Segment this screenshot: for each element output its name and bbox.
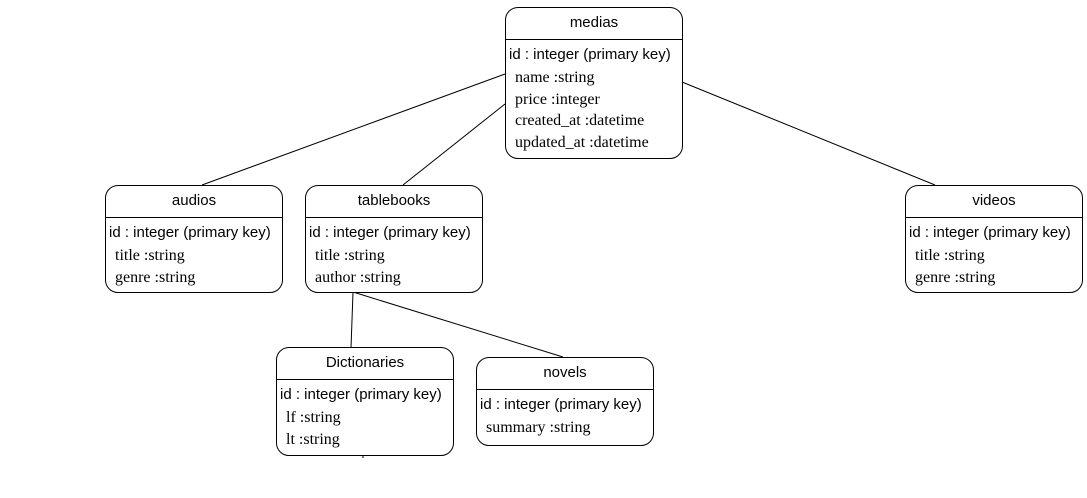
attribute: lt :string [286,430,340,448]
attribute-list: summary :string [477,417,653,439]
entity-title: videos [906,186,1082,218]
attribute: author :string [315,268,401,286]
attribute: title :string [315,247,385,264]
primary-key: id : integer (primary key) [280,386,442,403]
edge-medias-videos [681,81,936,186]
entity-title: tablebooks [306,186,482,218]
primary-key: id : integer (primary key) [909,224,1071,241]
edge-medias-audios [201,73,506,186]
edge-tablebooks-novels [352,291,564,358]
attribute: genre :string [115,268,196,286]
attribute: genre :string [915,268,996,286]
entity-medias[interactable]: medias id : integer (primary key) name :… [505,7,683,159]
primary-key: id : integer (primary key) [509,46,671,63]
primary-key: id : integer (primary key) [309,224,471,241]
attribute: summary :string [486,419,591,436]
entity-title: Dictionaries [277,348,453,380]
attribute-list: lf :string lt :string [277,407,453,450]
attribute-list: title :string author :string [306,245,482,288]
attribute-list: name :string price :integer created_at :… [506,67,682,153]
entity-tablebooks[interactable]: tablebooks id : integer (primary key) ti… [305,185,483,293]
entity-novels[interactable]: novels id : integer (primary key) summar… [476,357,654,446]
entity-videos[interactable]: videos id : integer (primary key) title … [905,185,1083,293]
attribute: price :integer [515,90,600,108]
attribute-list: title :string genre :string [906,245,1082,288]
edge-medias-tablebooks [402,103,506,186]
attribute: updated_at :datetime [515,133,649,151]
attribute-list: title :string genre :string [106,245,282,288]
attribute: created_at :datetime [515,112,645,129]
primary-key: id : integer (primary key) [109,224,271,241]
entity-title: audios [106,186,282,218]
entity-title: novels [477,358,653,390]
entity-audios[interactable]: audios id : integer (primary key) title … [105,185,283,293]
entity-dictionaries[interactable]: Dictionaries id : integer (primary key) … [276,347,454,456]
attribute: lf :string [286,409,341,426]
edge-tablebooks-dictionaries [350,291,354,349]
attribute: title :string [115,247,185,264]
attribute: title :string [915,247,985,264]
attribute: name :string [515,69,595,86]
primary-key: id : integer (primary key) [480,396,642,413]
entity-title: medias [506,8,682,40]
